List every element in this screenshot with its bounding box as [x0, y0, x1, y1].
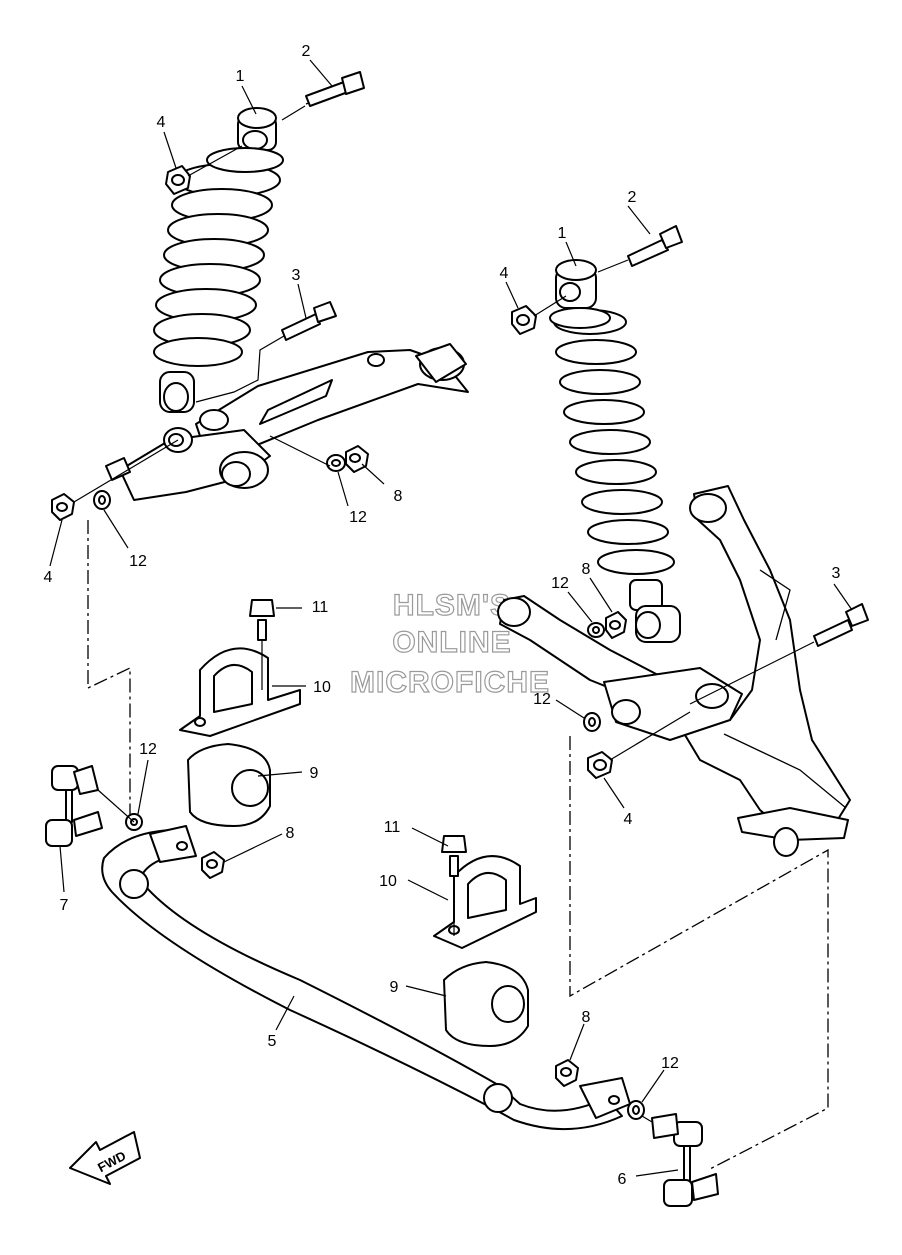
right-stabilizer-link [651, 1113, 719, 1207]
stabilizer-left-nut [201, 851, 225, 879]
callout-9-upper-bushing: 9 [310, 765, 319, 782]
right-upper-nut [511, 305, 537, 335]
right-lower-arm [497, 485, 851, 857]
callout-9-lower-bushing: 9 [390, 979, 399, 996]
callout-12-left-washer: 12 [349, 509, 367, 526]
left-lower-bolt [281, 301, 337, 341]
callout-5-stabilizer-bar: 5 [268, 1033, 277, 1050]
callout-1-left-shock: 1 [236, 68, 245, 85]
left-lower-nut-washer [51, 490, 111, 521]
stabilizer-bar [101, 825, 631, 1131]
callout-6-right-link: 6 [618, 1171, 627, 1188]
watermark-line-3: MICROFICHE [350, 666, 550, 699]
callout-11-lower-bolt: 11 [384, 819, 401, 836]
left-shock-absorber [153, 107, 284, 413]
callout-2-left-bolt: 2 [302, 43, 311, 60]
callout-3-left-bolt: 3 [292, 267, 301, 284]
callout-12-right-lower-washer: 12 [533, 691, 551, 708]
right-reference-line [569, 736, 829, 1171]
watermark-line-1: HLSM'S [393, 589, 511, 622]
callout-8-left-nut: 8 [394, 488, 403, 505]
callout-4-right-nut: 4 [500, 265, 509, 282]
callout-leaders [49, 59, 853, 1177]
right-upper-bolt [627, 225, 683, 267]
callout-10-upper-bracket: 10 [313, 679, 331, 696]
right-upper-washer-nut [587, 611, 627, 639]
callout-10-lower-bracket: 10 [379, 873, 397, 890]
lower-bushing-9 [443, 961, 529, 1047]
stabilizer-right-nut [555, 1059, 579, 1087]
callout-8-stabilizer-right-nut: 8 [582, 1009, 591, 1026]
upper-bolt-11 [249, 599, 275, 690]
callout-12-left-lower-washer: 12 [129, 553, 147, 570]
callout-2-right-bolt: 2 [628, 189, 637, 206]
callout-12-stabilizer-left-washer: 12 [139, 741, 157, 758]
left-stabilizer-link [45, 765, 103, 847]
watermark: HLSM'S ONLINE MICROFICHE [349, 588, 550, 699]
left-reference-line [87, 520, 131, 820]
callout-8-right-nut: 8 [582, 561, 591, 578]
callout-4-left-lower-nut: 4 [44, 569, 53, 586]
left-upper-bolt [305, 71, 365, 107]
stabilizer-right-washer [627, 1100, 645, 1120]
callout-numbers: 1 2 4 3 8 12 4 12 1 2 4 3 12 8 12 4 11 1… [44, 43, 841, 1188]
watermark-line-2: ONLINE [392, 626, 511, 659]
upper-bracket-10 [179, 647, 301, 737]
callout-11-upper-bolt: 11 [312, 599, 329, 616]
callout-3-right-bolt: 3 [832, 565, 841, 582]
left-upper-arm [105, 343, 469, 501]
callout-4-left-nut: 4 [157, 114, 166, 131]
right-lower-washer-nut [583, 712, 613, 779]
left-upper-nut [165, 165, 191, 195]
upper-bushing-9 [187, 743, 271, 827]
forward-direction-arrow: FWD [69, 1131, 141, 1185]
callout-12-stabilizer-right-washer: 12 [661, 1055, 679, 1072]
right-lower-bolt [813, 603, 869, 647]
callout-8-stabilizer-left-nut: 8 [286, 825, 295, 842]
callout-7-left-link: 7 [60, 897, 69, 914]
callout-4-right-lower-nut: 4 [624, 811, 633, 828]
callout-12-right-washer: 12 [551, 575, 569, 592]
callout-1-right-shock: 1 [558, 225, 567, 242]
left-washer-nut-pair [326, 445, 369, 473]
right-shock-absorber [549, 259, 681, 643]
lower-bolt-11 [441, 835, 467, 936]
